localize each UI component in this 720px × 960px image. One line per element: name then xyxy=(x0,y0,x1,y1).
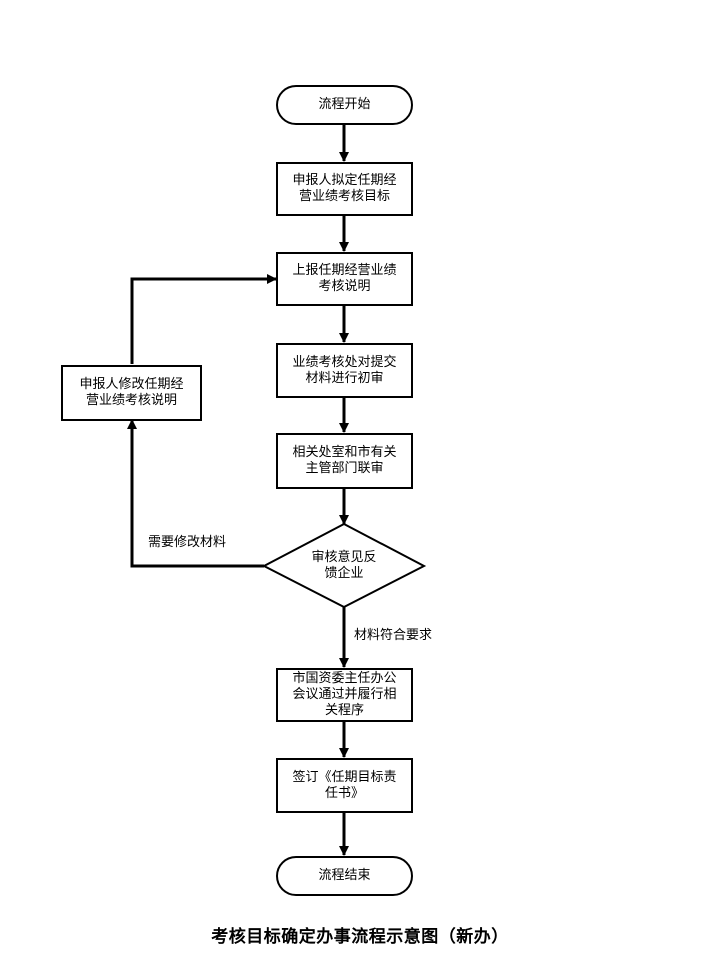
arrow-revise-to-step2 xyxy=(130,274,277,364)
process-node-revise-description-label: 申报人修改任期经 营业绩考核说明 xyxy=(79,377,184,408)
decision-node-feedback-label: 审核意见反 馈企业 xyxy=(311,550,377,581)
process-node-joint-review: 相关处室和市有关 主管部门联审 xyxy=(276,433,413,489)
process-node-sign-agreement: 签订《任期目标责 任书》 xyxy=(276,758,413,813)
start-node: 流程开始 xyxy=(276,85,413,125)
process-node-initial-review-label: 业绩考核处对提交 材料进行初审 xyxy=(292,354,397,386)
figure-caption: 考核目标确定办事流程示意图（新办） xyxy=(211,927,509,947)
process-node-draft-targets: 申报人拟定任期经 营业绩考核目标 xyxy=(276,162,413,216)
end-node: 流程结束 xyxy=(276,856,413,896)
start-node-label: 流程开始 xyxy=(318,97,371,112)
process-node-director-meeting: 市国资委主任办公 会议通过并履行相 关程序 xyxy=(276,668,413,722)
process-node-director-meeting-label: 市国资委主任办公 会议通过并履行相 关程序 xyxy=(292,671,397,718)
process-node-submit-description: 上报任期经营业绩 考核说明 xyxy=(276,252,413,306)
arrow-decision-to-revise xyxy=(127,419,264,568)
process-node-sign-agreement-label: 签订《任期目标责 任书》 xyxy=(292,769,397,801)
edge-label-meets-requirements: 材料符合要求 xyxy=(354,628,433,643)
process-node-joint-review-label: 相关处室和市有关 主管部门联审 xyxy=(292,445,397,476)
edge-label-needs-revision: 需要修改材料 xyxy=(148,535,227,550)
decision-node-feedback: 审核意见反 馈企业 xyxy=(284,540,404,592)
process-node-draft-targets-label: 申报人拟定任期经 营业绩考核目标 xyxy=(292,173,397,204)
end-node-label: 流程结束 xyxy=(318,868,371,883)
process-node-revise-description: 申报人修改任期经 营业绩考核说明 xyxy=(61,365,202,421)
decision-diamond xyxy=(261,522,427,609)
process-node-initial-review: 业绩考核处对提交 材料进行初审 xyxy=(276,343,413,398)
process-node-submit-description-label: 上报任期经营业绩 考核说明 xyxy=(292,263,397,294)
